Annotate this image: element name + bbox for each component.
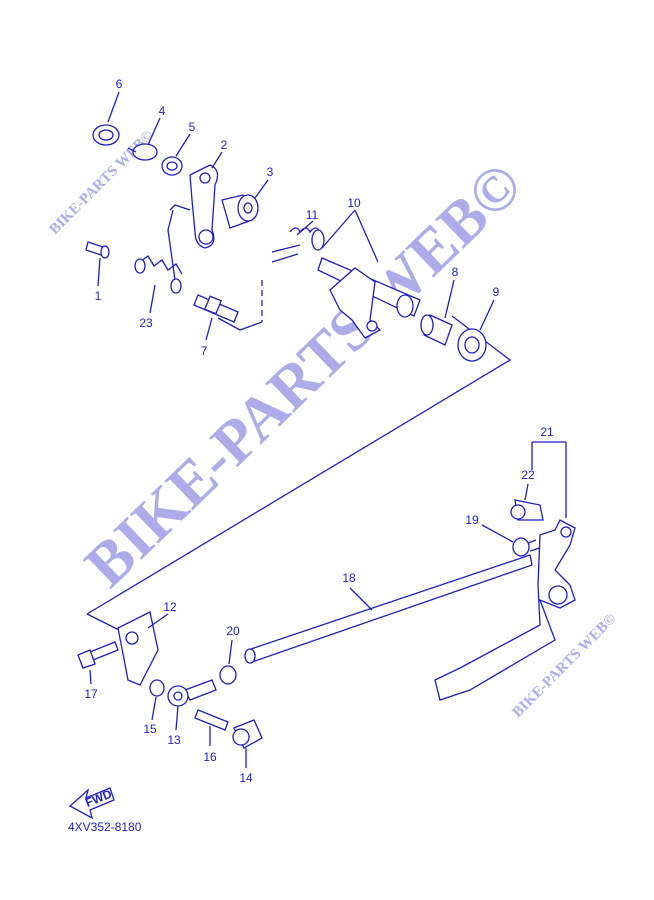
part-20-nut	[219, 639, 237, 685]
part-15-nut	[149, 679, 165, 721]
part-1-pin	[85, 241, 110, 287]
part-10-shift-shaft	[317, 257, 421, 339]
part-18-shift-rod	[244, 554, 533, 664]
part-9-oil-seal	[457, 299, 495, 362]
part-2-stopper-lever	[169, 151, 223, 249]
callout-9: 9	[493, 285, 500, 299]
part-4-circlip	[127, 117, 161, 161]
callout-14: 14	[239, 771, 253, 785]
part-13-rod-end	[167, 679, 217, 731]
part-8-bush	[420, 279, 455, 346]
callout-22: 22	[521, 468, 535, 482]
callout-6: 6	[116, 77, 123, 91]
callout-16: 16	[203, 750, 217, 764]
part-14-rod-end	[232, 719, 263, 768]
callout-20: 20	[226, 624, 240, 638]
callout-18: 18	[342, 571, 356, 585]
callout-19: 19	[465, 513, 479, 527]
callout-8: 8	[452, 265, 459, 279]
callout-labels: 1 2 3 4 5 6 7 8 9 10 11 12 13 14 15 16 1…	[84, 77, 554, 785]
fwd-arrow-icon: FWD	[68, 787, 115, 820]
part-16-bolt	[194, 709, 229, 746]
part-17-bolt	[77, 641, 119, 685]
part-11-spring	[271, 227, 325, 263]
callout-12: 12	[163, 600, 177, 614]
part-7-bolt	[193, 294, 239, 341]
callout-15: 15	[143, 722, 157, 736]
callout-13: 13	[167, 733, 181, 747]
callout-5: 5	[189, 120, 196, 134]
callout-4: 4	[159, 104, 166, 118]
callout-17: 17	[84, 687, 98, 701]
part-19-nut	[481, 524, 530, 557]
watermark-main: BIKE-PARTS WEB©	[72, 150, 535, 600]
part-23-spring	[134, 255, 183, 314]
callout-1: 1	[95, 289, 102, 303]
watermark-bottom: BIKE-PARTS WEB©	[510, 611, 620, 721]
callout-2: 2	[221, 138, 228, 152]
part-5-washer	[161, 133, 191, 176]
part-code: 4XV352-8180	[68, 820, 142, 834]
part-12-shift-arm	[117, 611, 169, 686]
callout-3: 3	[267, 165, 274, 179]
callout-23: 23	[139, 316, 153, 330]
callout-21: 21	[540, 425, 554, 439]
callout-7: 7	[201, 344, 208, 358]
part-6-washer	[92, 91, 120, 146]
callout-10: 10	[347, 196, 361, 210]
part-21-shift-pedal	[434, 519, 576, 701]
part-22-pivot	[510, 483, 544, 521]
callout-11: 11	[306, 208, 319, 222]
part-3-collar	[221, 179, 269, 229]
